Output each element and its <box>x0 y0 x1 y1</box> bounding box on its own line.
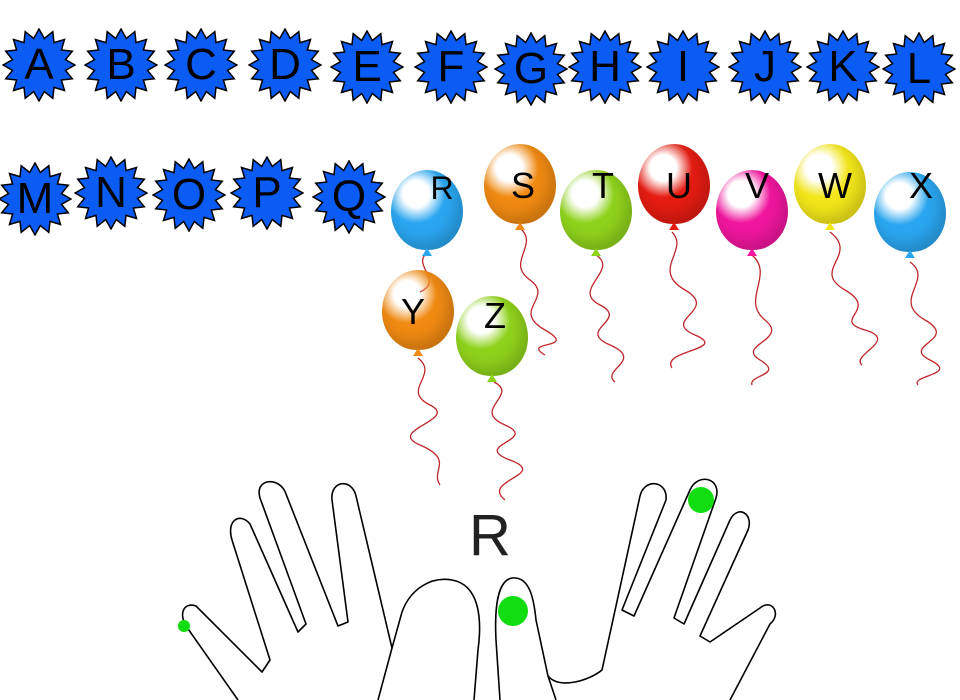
balloon-body <box>382 270 454 350</box>
balloon-letter: U <box>666 165 692 206</box>
balloon-knot <box>422 248 432 256</box>
star-tile-g[interactable]: G <box>494 32 568 106</box>
balloon-body <box>794 144 866 224</box>
star-tile-h[interactable]: H <box>568 30 642 104</box>
balloon-body <box>638 144 710 224</box>
star-shape-icon <box>164 28 238 102</box>
star-letter: P <box>252 168 282 217</box>
star-letter: M <box>16 174 54 223</box>
star-letter: K <box>828 42 858 91</box>
star-shape-icon <box>248 28 322 102</box>
star-shape-icon <box>312 160 386 234</box>
star-shape-icon <box>230 156 304 230</box>
star-tile-b[interactable]: B <box>84 28 158 102</box>
balloon-body <box>560 170 632 250</box>
star-tile-e[interactable]: E <box>330 30 404 104</box>
star-letter: G <box>513 44 549 93</box>
star-letter: C <box>185 40 217 89</box>
balloon-letter: V <box>744 165 769 206</box>
balloon-knot <box>487 374 497 382</box>
balloon-knot <box>591 248 601 256</box>
star-shape-icon <box>568 30 642 104</box>
star-tile-a[interactable]: A <box>2 28 76 102</box>
star-letter: I <box>676 42 690 91</box>
balloon-body <box>716 170 788 250</box>
star-shape-icon <box>646 30 720 104</box>
star-letter: D <box>269 40 301 89</box>
balloon-knot <box>825 222 835 230</box>
balloon-knot <box>515 222 525 230</box>
balloon-knot <box>747 248 757 256</box>
finger-marker-left-pinky <box>178 620 190 632</box>
star-shape-icon <box>0 162 72 236</box>
star-letter: E <box>352 42 382 91</box>
star-shape-icon <box>84 28 158 102</box>
balloon-body <box>484 144 556 224</box>
balloon-knot <box>669 222 679 230</box>
balloon-body <box>456 296 528 376</box>
star-tile-o[interactable]: O <box>152 158 226 232</box>
star-tile-q[interactable]: Q <box>312 160 386 234</box>
star-tile-f[interactable]: F <box>414 30 488 104</box>
star-letter: A <box>24 40 54 89</box>
finger-marker-right-finger <box>688 487 714 513</box>
right-hand-outline <box>494 478 777 700</box>
star-shape-icon <box>74 156 148 230</box>
star-shape-icon <box>330 30 404 104</box>
balloon-letter: X <box>908 165 933 206</box>
balloon-letter: Z <box>484 295 506 336</box>
star-tile-i[interactable]: I <box>646 30 720 104</box>
star-tile-p[interactable]: P <box>230 156 304 230</box>
left-hand-outline <box>181 480 481 700</box>
star-tile-m[interactable]: M <box>0 162 72 236</box>
star-letter: B <box>106 40 136 89</box>
balloon-body <box>391 170 463 250</box>
star-shape-icon <box>414 30 488 104</box>
star-tile-c[interactable]: C <box>164 28 238 102</box>
star-shape-icon <box>728 30 802 104</box>
balloon-knot <box>413 348 423 356</box>
star-tile-l[interactable]: L <box>882 32 956 106</box>
star-letter: N <box>95 168 127 217</box>
balloon-body <box>874 172 946 252</box>
finger-marker-left-index <box>498 596 528 626</box>
balloon-letter: R <box>430 169 454 206</box>
star-shape-icon <box>152 158 226 232</box>
star-letter: L <box>906 44 932 93</box>
star-shape-icon <box>494 32 568 106</box>
star-tile-n[interactable]: N <box>74 156 148 230</box>
star-letter: Q <box>331 172 367 221</box>
balloon-letter: W <box>818 165 852 206</box>
star-letter: H <box>589 42 621 91</box>
star-tile-k[interactable]: K <box>806 30 880 104</box>
star-letter: J <box>754 42 776 91</box>
star-tile-j[interactable]: J <box>728 30 802 104</box>
star-shape-icon <box>882 32 956 106</box>
balloon-letter: S <box>510 165 535 206</box>
star-letter: O <box>171 170 207 219</box>
current-target-letter: R <box>469 503 511 568</box>
star-shape-icon <box>2 28 76 102</box>
star-shape-icon <box>806 30 880 104</box>
star-letter: F <box>437 42 465 91</box>
balloon-letter: Y <box>400 291 425 332</box>
star-tile-d[interactable]: D <box>248 28 322 102</box>
balloon-knot <box>905 250 915 258</box>
balloon-letter: T <box>592 165 614 206</box>
